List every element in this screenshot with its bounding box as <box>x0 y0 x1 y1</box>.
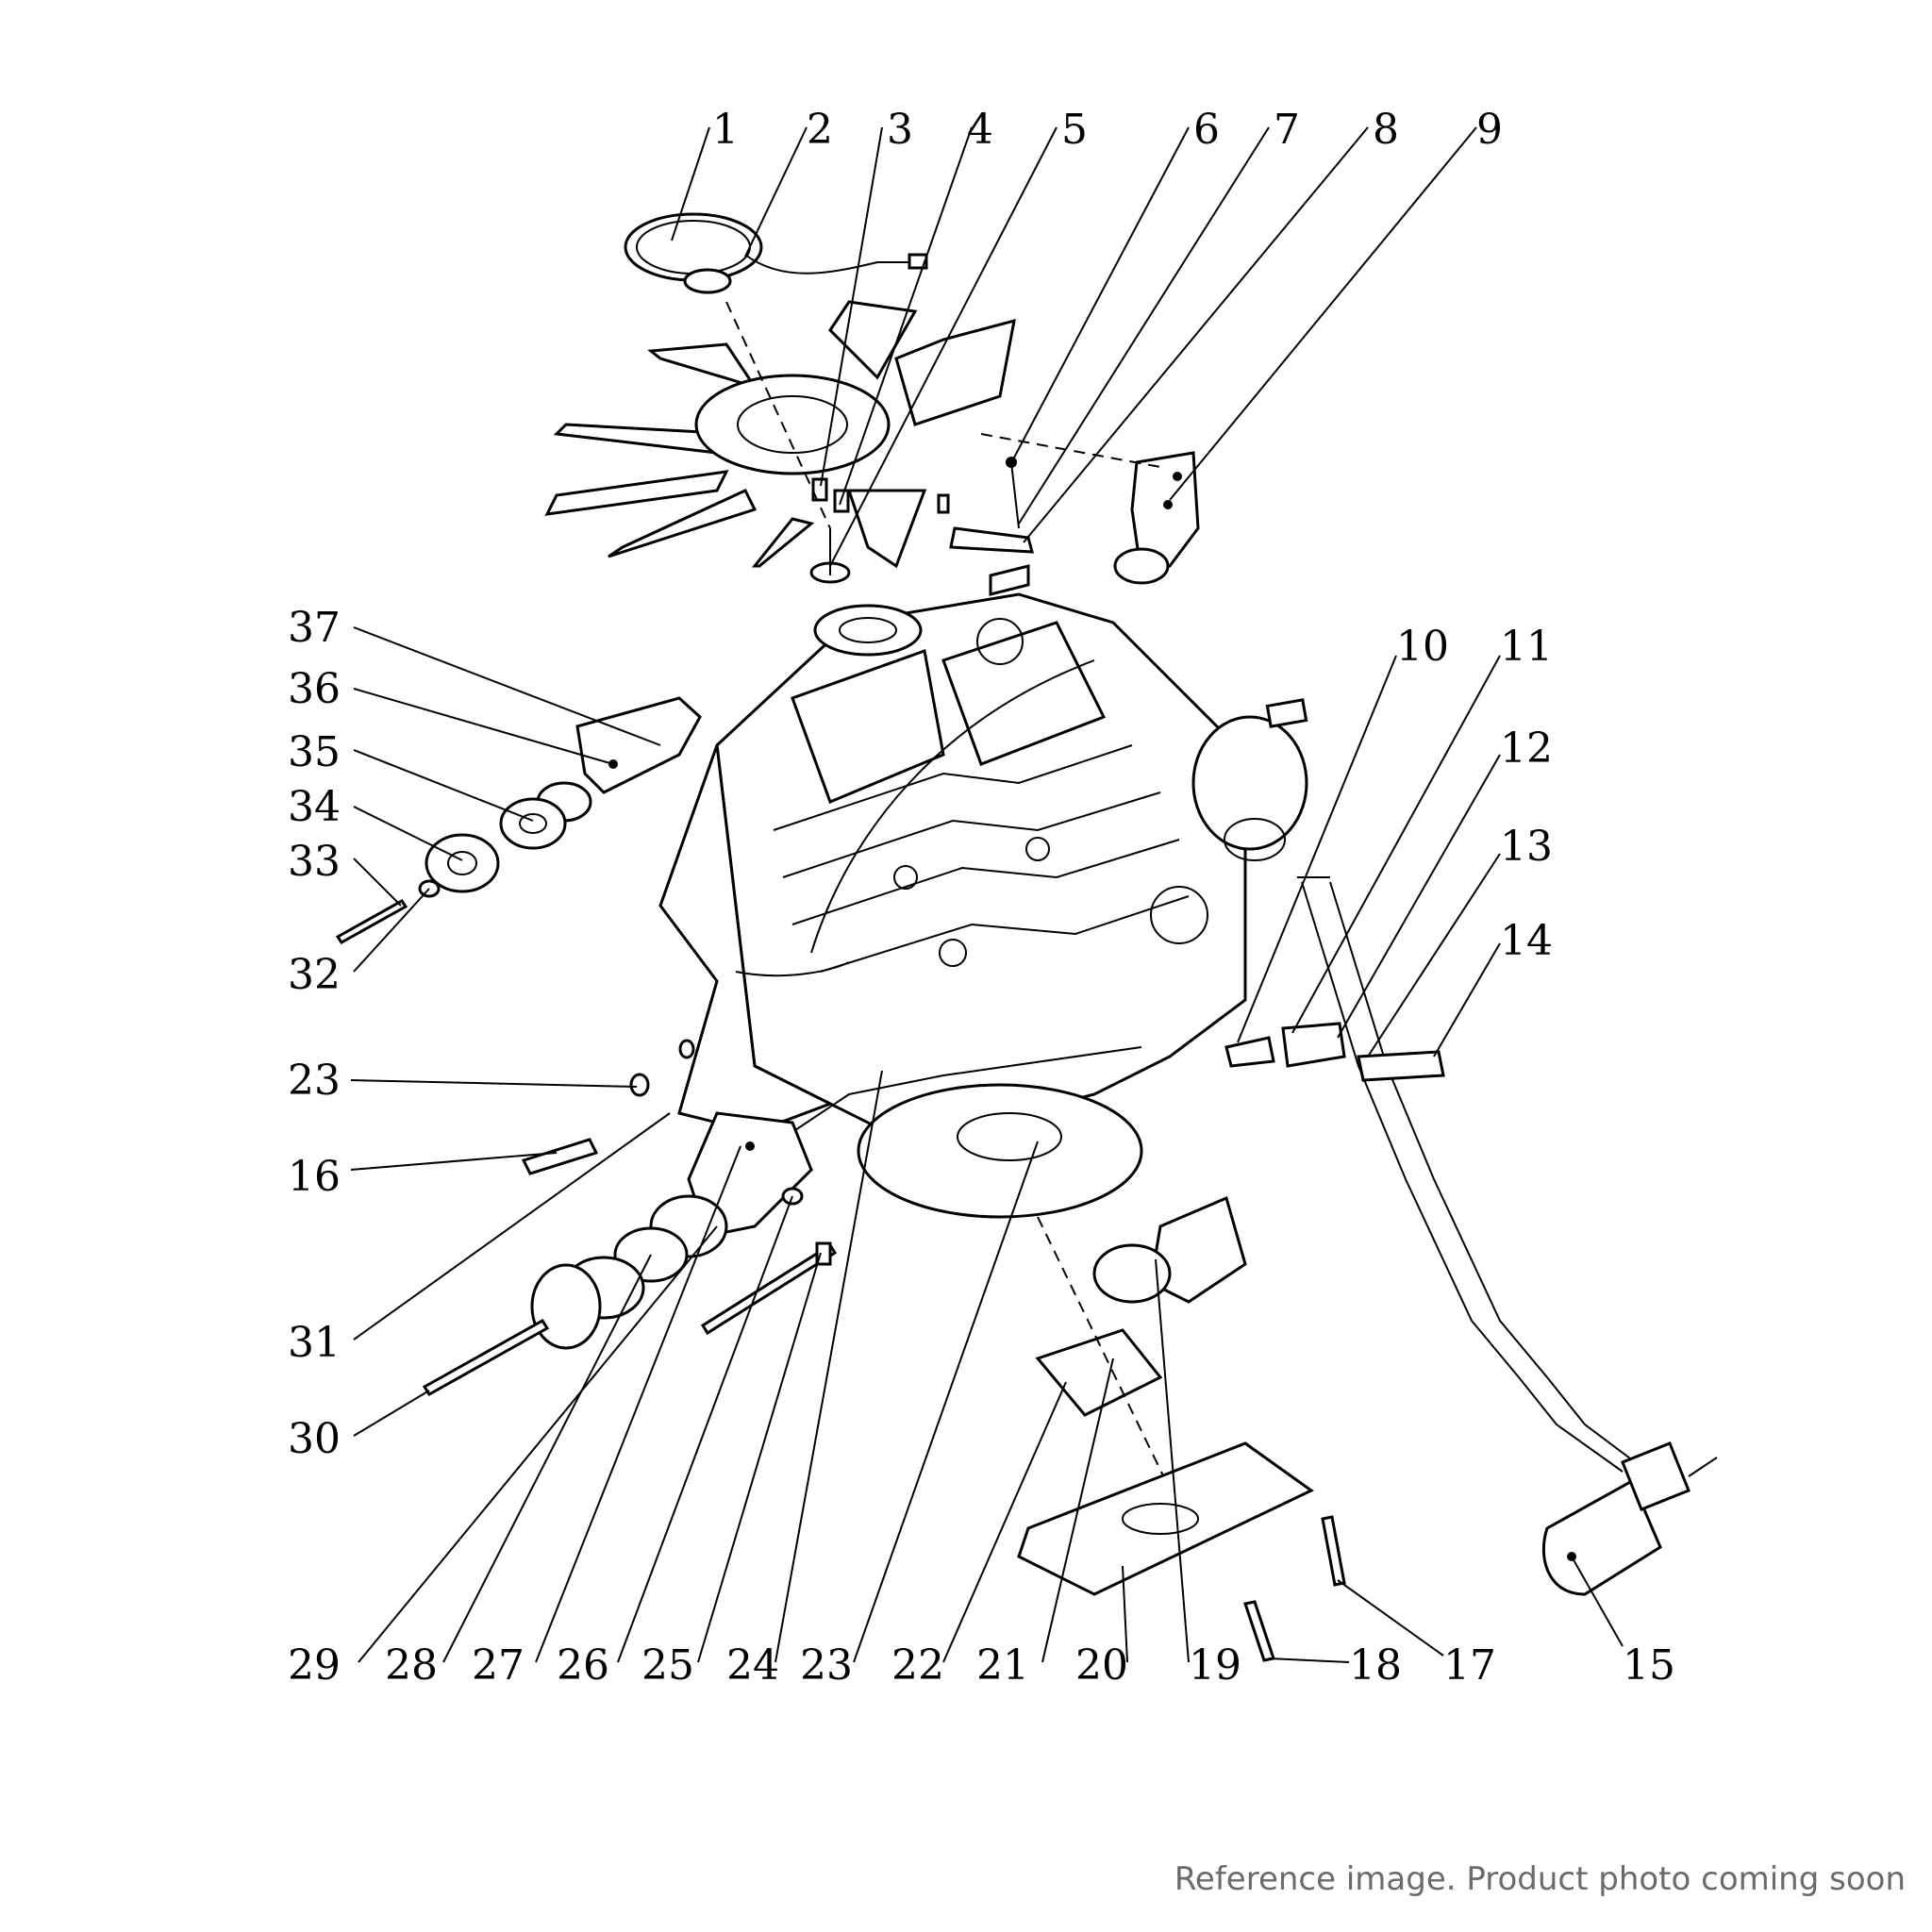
engine-mount-left-lower <box>422 1111 838 1397</box>
callout-8: 8 <box>1373 106 1399 154</box>
callout-15: 15 <box>1623 1641 1675 1690</box>
callout-23-bottom: 23 <box>800 1641 853 1690</box>
callout-16: 16 <box>288 1153 341 1201</box>
callout-18: 18 <box>1349 1641 1402 1690</box>
callout-12: 12 <box>1500 724 1553 773</box>
upper-bracket-group <box>937 457 1034 596</box>
watermark-text: Reference image. Product photo coming so… <box>1174 1860 1906 1898</box>
fan-clutch <box>624 212 928 294</box>
left-small-parts <box>521 1039 695 1175</box>
callout-3: 3 <box>887 106 913 154</box>
callout-34: 34 <box>288 783 341 831</box>
callout-10: 10 <box>1396 623 1449 671</box>
rear-mount-and-adapter-plate <box>1017 1195 1346 1662</box>
callout-1: 1 <box>712 106 739 154</box>
callout-32: 32 <box>288 951 341 999</box>
engine-mount-left-upper <box>335 696 702 944</box>
engine-block <box>658 592 1308 1219</box>
callout-29: 29 <box>288 1641 341 1690</box>
callout-21: 21 <box>976 1641 1029 1690</box>
callout-6: 6 <box>1193 106 1220 154</box>
callout-35: 35 <box>288 728 341 776</box>
callout-24: 24 <box>726 1641 779 1690</box>
engine-mount-front-right <box>1113 451 1200 585</box>
callout-23-left: 23 <box>288 1057 341 1105</box>
fan-axis-line <box>725 301 831 529</box>
callout-20: 20 <box>1075 1641 1128 1690</box>
callout-28: 28 <box>385 1641 438 1690</box>
callout-36: 36 <box>288 665 341 713</box>
callout-5: 5 <box>1061 106 1088 154</box>
callout-27: 27 <box>472 1641 525 1690</box>
callout-14: 14 <box>1500 917 1553 965</box>
callout-37: 37 <box>288 604 341 652</box>
callout-2: 2 <box>807 106 833 154</box>
callout-31: 31 <box>288 1319 341 1367</box>
callout-11: 11 <box>1500 623 1553 671</box>
leader-lines <box>350 126 1624 1663</box>
callout-7: 7 <box>1274 106 1300 154</box>
callout-labels: 1 2 3 4 5 6 7 8 9 10 11 12 13 14 15 16 1… <box>288 106 1675 1690</box>
callout-30: 30 <box>288 1415 341 1463</box>
callout-26: 26 <box>557 1641 609 1690</box>
callout-33: 33 <box>288 838 341 886</box>
callout-17: 17 <box>1443 1641 1496 1690</box>
callout-13: 13 <box>1500 823 1553 871</box>
callout-19: 19 <box>1189 1641 1241 1690</box>
callout-9: 9 <box>1476 106 1503 154</box>
callout-22: 22 <box>891 1641 944 1690</box>
fan-pulley-parts <box>809 477 851 584</box>
cooling-fan <box>544 300 1016 569</box>
callout-4: 4 <box>967 106 993 154</box>
callout-25: 25 <box>641 1641 694 1690</box>
oil-filter-tube-assembly <box>1224 876 1718 1596</box>
mount-axis-line <box>980 433 1161 468</box>
